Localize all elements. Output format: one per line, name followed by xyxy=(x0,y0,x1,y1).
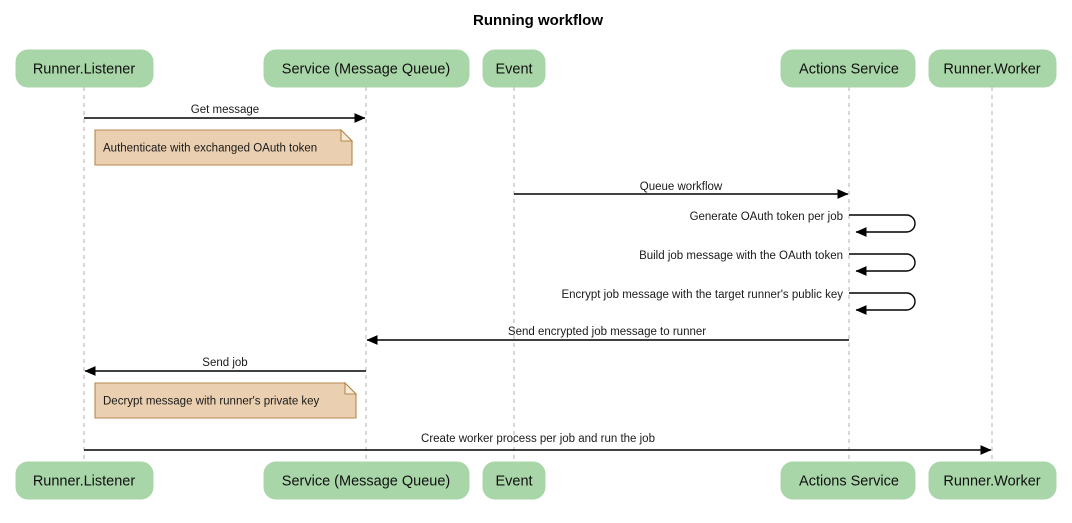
message-label: Send encrypted job message to runner xyxy=(508,326,706,338)
participant-box xyxy=(780,461,916,500)
participant-box xyxy=(928,461,1057,500)
note-authenticate: Authenticate with exchanged OAuth token xyxy=(94,128,354,166)
note-label: Decrypt message with runner's private ke… xyxy=(103,396,320,408)
participant-label: Service (Message Queue) xyxy=(282,473,450,489)
message-send-encrypted-job-message: Send encrypted job message to runner xyxy=(366,326,849,345)
participant-runner-listener-footer[interactable]: Runner.Listener xyxy=(15,461,154,500)
participant-service-queue-footer[interactable]: Service (Message Queue) xyxy=(263,461,470,500)
message-generate-oauth-token: Generate OAuth token per job xyxy=(690,211,916,237)
participant-runner-listener-header[interactable]: Runner.Listener xyxy=(15,49,154,88)
message-queue-workflow: Queue workflow xyxy=(514,181,849,199)
participant-label: Runner.Worker xyxy=(943,473,1040,489)
participant-label: Event xyxy=(495,61,532,77)
participant-label: Event xyxy=(495,473,532,489)
message-label: Build job message with the OAuth token xyxy=(639,250,843,262)
participant-label: Runner.Listener xyxy=(33,473,136,489)
notes: Authenticate with exchanged OAuth tokenD… xyxy=(94,128,358,419)
message-label: Get message xyxy=(191,104,259,116)
note-fold-corner xyxy=(344,381,358,395)
message-label: Queue workflow xyxy=(640,181,723,193)
participant-service-queue-header[interactable]: Service (Message Queue) xyxy=(263,49,470,88)
message-send-job: Send job xyxy=(84,357,366,376)
participant-label: Runner.Worker xyxy=(943,61,1040,77)
message-label: Send job xyxy=(202,357,247,369)
note-label: Authenticate with exchanged OAuth token xyxy=(103,143,317,155)
participant-box xyxy=(263,49,470,88)
participant-event-header[interactable]: Event xyxy=(482,49,546,88)
participants-footer: Runner.Listener Service (Message Queue) Ev… xyxy=(15,461,1057,500)
participant-event-footer[interactable]: Event xyxy=(482,461,546,500)
participant-actions-service-header[interactable]: Actions Service xyxy=(780,49,916,88)
participant-label: Actions Service xyxy=(799,473,899,489)
note-fold-corner xyxy=(340,128,354,142)
participant-box xyxy=(780,49,916,88)
message-build-job-message: Build job message with the OAuth token xyxy=(639,250,916,276)
participant-box xyxy=(482,461,546,500)
self-loop-path xyxy=(849,292,916,315)
message-encrypt-job-message: Encrypt job message with the target runn… xyxy=(561,289,916,315)
participant-box xyxy=(482,49,546,88)
participant-label: Runner.Listener xyxy=(33,61,136,77)
self-loop-path xyxy=(849,253,916,276)
participant-label: Service (Message Queue) xyxy=(282,61,450,77)
participant-runner-worker-footer[interactable]: Runner.Worker xyxy=(928,461,1057,500)
note-body xyxy=(94,382,357,419)
message-get-message: Get message xyxy=(84,104,366,123)
message-label: Generate OAuth token per job xyxy=(690,211,843,223)
participant-box xyxy=(928,49,1057,88)
message-label: Create worker process per job and run th… xyxy=(421,433,655,445)
note-decrypt: Decrypt message with runner's private ke… xyxy=(94,381,358,419)
participant-runner-worker-header[interactable]: Runner.Worker xyxy=(928,49,1057,88)
participant-actions-service-footer[interactable]: Actions Service xyxy=(780,461,916,500)
participant-box xyxy=(15,49,154,88)
participant-label: Actions Service xyxy=(799,61,899,77)
message-label: Encrypt job message with the target runn… xyxy=(561,289,843,301)
participant-box xyxy=(15,461,154,500)
message-create-worker-process: Create worker process per job and run th… xyxy=(84,433,992,455)
note-body xyxy=(94,129,353,166)
self-loop-path xyxy=(849,214,916,237)
lifelines xyxy=(83,87,993,462)
participants-header: Runner.Listener Service (Message Queue) Ev… xyxy=(15,49,1057,88)
participant-box xyxy=(263,461,470,500)
page-title: Running workflow xyxy=(473,12,603,29)
